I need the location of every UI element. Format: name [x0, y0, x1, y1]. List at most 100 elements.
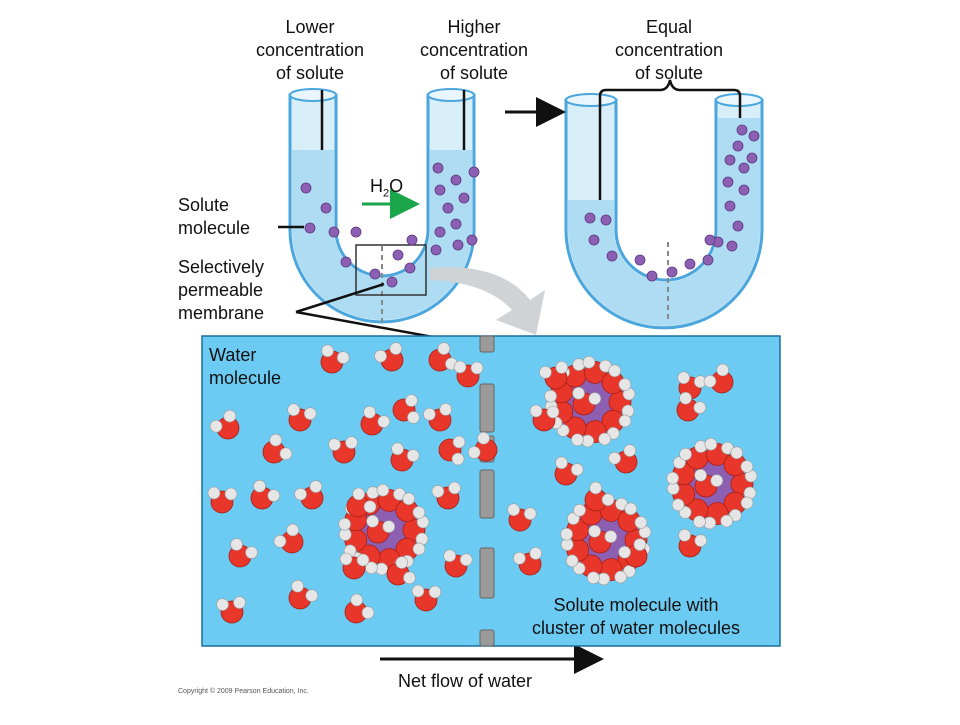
water-molecule	[366, 514, 396, 544]
membrane-pore	[479, 547, 495, 599]
solute-dot	[702, 254, 714, 266]
water-molecule	[676, 391, 707, 422]
solute-dot	[442, 202, 454, 214]
water-molecule	[529, 404, 560, 432]
water-molecule	[601, 364, 632, 395]
zoom-box	[355, 244, 427, 296]
solute-dot	[404, 262, 416, 274]
solute-dot	[434, 184, 446, 196]
tube-solute-molecules	[300, 124, 760, 288]
water-molecule	[428, 342, 458, 372]
solute-dot	[430, 244, 442, 256]
water-molecule	[581, 420, 611, 448]
water-molecule	[294, 480, 324, 510]
water-molecule	[597, 558, 627, 586]
water-molecule	[723, 491, 754, 522]
solute-dot	[732, 140, 744, 152]
solute-dot	[588, 234, 600, 246]
label-net-flow: Net flow of water	[398, 671, 533, 691]
water-molecule	[320, 344, 350, 374]
solute-dot	[738, 184, 750, 196]
water-molecule	[390, 442, 420, 472]
water-molecule	[560, 538, 590, 568]
water-molecule	[360, 405, 391, 436]
water-molecule	[287, 403, 317, 432]
label-h2o: H2O	[370, 176, 404, 200]
water-molecule	[572, 554, 603, 585]
u-tube-right	[564, 93, 764, 330]
water-molecule	[207, 486, 238, 514]
water-molecule	[703, 363, 734, 394]
water-molecule	[539, 361, 569, 390]
water-molecule	[288, 579, 319, 610]
zoom-arrow	[430, 267, 545, 335]
solute-dot	[406, 234, 418, 246]
solute-dot	[732, 220, 744, 232]
water-molecule	[395, 492, 426, 523]
water-molecule	[216, 596, 246, 624]
water-molecule	[617, 502, 648, 533]
solute-dot	[458, 192, 470, 204]
membrane-pore	[479, 629, 495, 647]
water-molecule	[339, 552, 370, 580]
solute-dot	[748, 130, 760, 142]
membrane-pore	[479, 383, 495, 433]
solute-dot	[392, 249, 404, 261]
water-molecule	[209, 409, 240, 440]
solute-dot	[684, 258, 696, 270]
solute-dot	[746, 152, 758, 164]
water-molecule	[262, 433, 293, 464]
water-molecule	[584, 481, 615, 512]
solute-dot	[606, 250, 618, 262]
water-molecule	[443, 549, 473, 578]
water-molecule	[386, 556, 416, 586]
water-molecule	[328, 436, 358, 464]
solute-dot	[466, 234, 478, 246]
water-molecule	[423, 403, 453, 432]
solute-dot	[634, 254, 646, 266]
solute-dot	[666, 266, 678, 278]
solute-dot	[722, 176, 734, 188]
water-molecule	[467, 431, 498, 462]
water-molecule	[250, 479, 281, 510]
water-molecule	[608, 387, 636, 418]
water-molecule	[723, 446, 754, 477]
water-molecule	[554, 456, 584, 486]
water-molecule	[402, 515, 430, 546]
solute-dot	[736, 124, 748, 136]
water-molecule	[618, 538, 648, 568]
solute-dot	[468, 166, 480, 178]
solute-dot	[450, 174, 462, 186]
water-molecule	[431, 481, 461, 510]
solute-dot	[452, 239, 464, 251]
water-molecule	[453, 360, 484, 388]
solute-dot	[600, 214, 612, 226]
water-molecule	[513, 547, 543, 576]
water-molecule	[374, 342, 404, 372]
u-tube-left	[288, 88, 476, 324]
solute-dot	[704, 234, 716, 246]
membrane-pore	[479, 335, 495, 353]
water-molecule	[679, 440, 709, 470]
solute-dot	[432, 162, 444, 174]
solute-dot	[724, 154, 736, 166]
water-molecule	[704, 437, 734, 466]
water-molecule	[572, 386, 602, 416]
water-molecule	[582, 355, 612, 384]
water-molecule	[608, 444, 638, 474]
solute-dot	[320, 202, 332, 214]
membrane-pore	[479, 469, 495, 519]
water-molecule	[556, 416, 587, 447]
solute-dot	[724, 200, 736, 212]
solute-dot	[300, 182, 312, 194]
water-molecule	[438, 435, 466, 466]
water-molecule	[666, 482, 696, 512]
solute-dot	[434, 226, 446, 238]
